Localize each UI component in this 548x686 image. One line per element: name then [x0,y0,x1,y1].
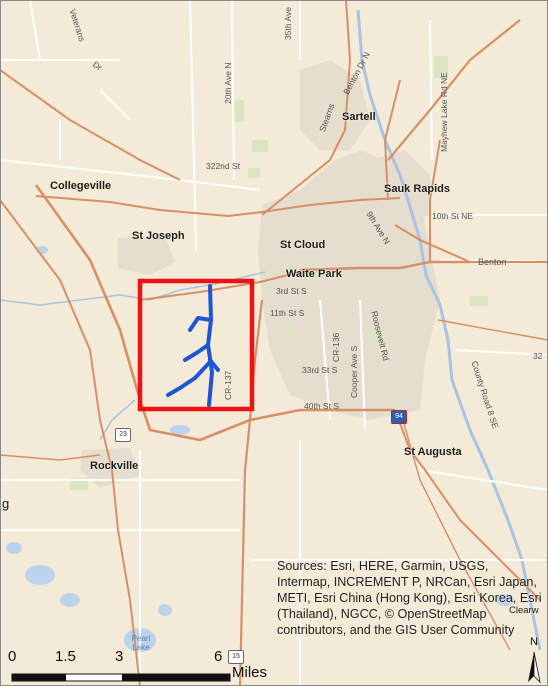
water-bodies [6,246,514,652]
road-label-32: 32 [533,351,543,361]
place-label-sauk-rapids: Sauk Rapids [384,183,451,195]
road-label-3rd-st-s: 3rd St S [276,286,307,296]
north-arrow-icon [528,651,541,684]
place-label-st-cloud: St Cloud [280,239,326,251]
map-attribution: Sources: Esri, HERE, Garmin, USGS, Inter… [277,559,542,637]
road-label-35th-ave: 35th Ave [283,7,293,40]
scale-unit-label: Miles [232,664,268,681]
road-label-33rd-st-s: 33rd St S [302,365,338,375]
scale-label-1-5: 1.5 [55,648,76,665]
north-label: N [530,636,538,648]
road-label-mayhew-lake-rd: Mayhew Lake Rd NE [439,72,449,152]
road-label-clearw: Clearw [509,605,539,616]
route-23-shield: 23 [115,428,131,442]
place-label-sartell: Sartell [342,111,376,123]
road-label-11th-st-s: 11th St S [270,308,305,318]
route-15-shield: 15 [228,650,244,664]
scale-label-3: 3 [115,648,124,665]
interstate-94-shield: 94 [391,410,407,424]
scale-label-6: 6 [214,648,223,665]
road-label-20th-ave-n: 20th Ave N [223,62,233,104]
place-label-st-augusta: St Augusta [404,446,462,458]
place-label-waite-park: Waite Park [286,268,342,280]
road-label-cr-137: CR-137 [223,370,233,400]
study-area-box [137,278,255,412]
road-label-10th-st-ne: 10th St NE [432,211,474,221]
map-edge-label: g [2,496,10,511]
place-label-collegeville: Collegeville [50,180,112,192]
place-label-rockville: Rockville [90,460,139,472]
scale-label-0: 0 [8,648,17,665]
scale-bar-graphic [11,673,231,682]
study-stream-network [166,284,220,407]
road-label-cooper-ave-s: Cooper Ave S [349,345,359,398]
water-label-pearl-lake: Pearl Lake [131,634,151,652]
mississippi-river [356,9,542,651]
place-label-benton: Benton [478,257,507,267]
road-label-40th-st-s: 40th St S [304,401,339,411]
place-label-st-joseph: St Joseph [132,230,185,242]
road-label-cr-136: CR-136 [331,332,341,362]
urban-areas [80,60,440,488]
road-label-322nd-st: 322nd St [206,161,241,171]
